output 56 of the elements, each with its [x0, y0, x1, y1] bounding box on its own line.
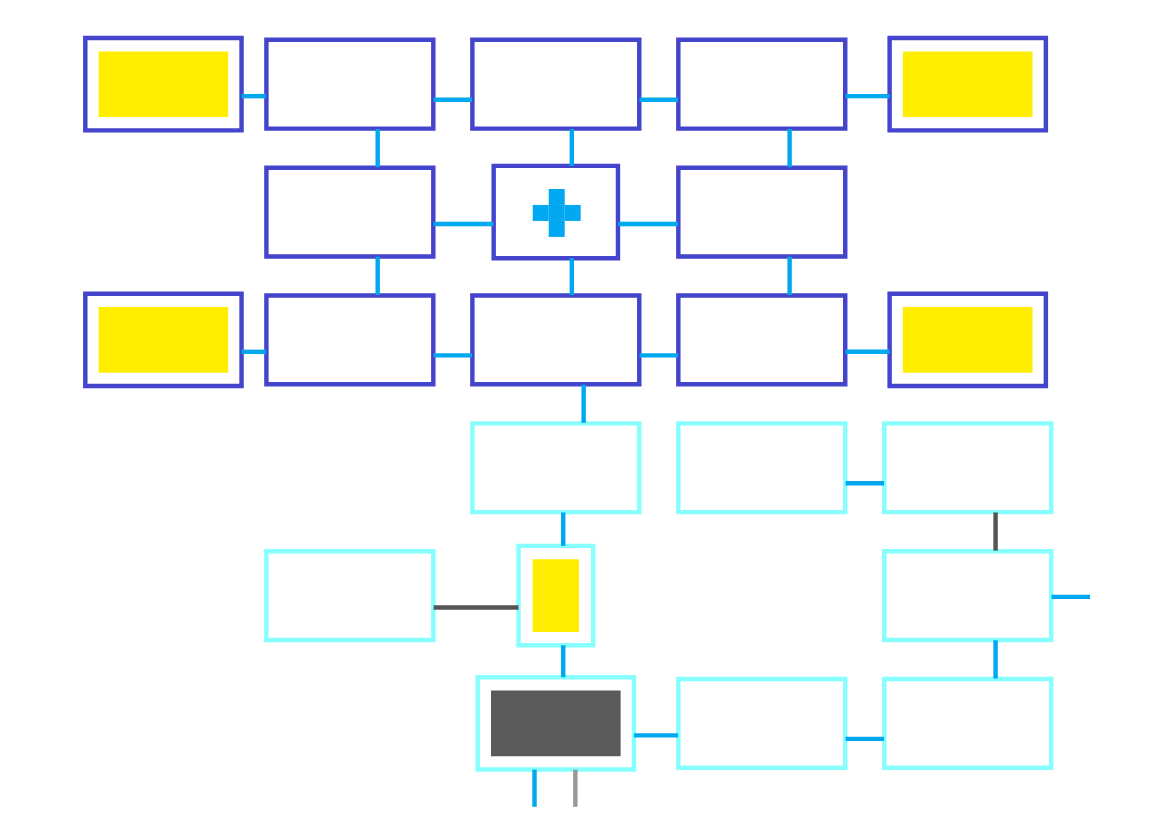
connector: [638, 353, 678, 358]
node-box: [881, 548, 1053, 643]
cluster: [82, 35, 243, 133]
cluster: [515, 543, 595, 648]
node-box: [901, 51, 1032, 118]
connector: [374, 128, 379, 168]
connector: [432, 353, 472, 358]
node-box: [469, 421, 641, 515]
connector: [638, 97, 678, 102]
node-box: [469, 37, 641, 131]
cluster: [886, 291, 1048, 389]
connector: [1050, 594, 1090, 600]
connector: [580, 384, 585, 423]
connector: [992, 512, 997, 551]
connector: [240, 349, 266, 355]
connector: [844, 349, 889, 355]
connector: [240, 93, 266, 99]
connector: [432, 221, 493, 227]
connector: [632, 733, 678, 738]
connector: [992, 640, 997, 679]
cluster: [490, 163, 620, 261]
connector: [786, 128, 791, 168]
node-box: [675, 676, 847, 770]
node-box: [97, 51, 228, 118]
node-box: [675, 421, 847, 515]
node-box: [263, 293, 435, 387]
node-box: [469, 293, 641, 387]
connector: [844, 481, 884, 486]
connector: [560, 645, 565, 678]
node-box: [97, 307, 228, 373]
node-box: [263, 548, 435, 643]
node-box: [675, 165, 847, 259]
connector: [616, 221, 678, 227]
node-box: [881, 421, 1053, 515]
node-box: [881, 676, 1053, 770]
node-box: [531, 559, 578, 632]
connector: [568, 128, 573, 166]
connector: [432, 97, 472, 102]
connector: [432, 605, 518, 610]
connector: [374, 256, 379, 295]
connector: [568, 258, 573, 296]
connector: [560, 512, 565, 546]
node-box: [263, 165, 435, 259]
connector: [786, 256, 791, 295]
cluster: [474, 675, 636, 772]
node-box: [675, 293, 847, 387]
node-box: [901, 307, 1032, 373]
node-box: [490, 690, 620, 757]
connector: [572, 769, 577, 807]
connector: [531, 769, 536, 807]
node-box: [263, 37, 435, 131]
cluster: [82, 291, 243, 389]
connector: [844, 736, 884, 742]
cluster: [886, 35, 1048, 133]
connector: [844, 93, 889, 99]
node-box: [675, 37, 847, 131]
